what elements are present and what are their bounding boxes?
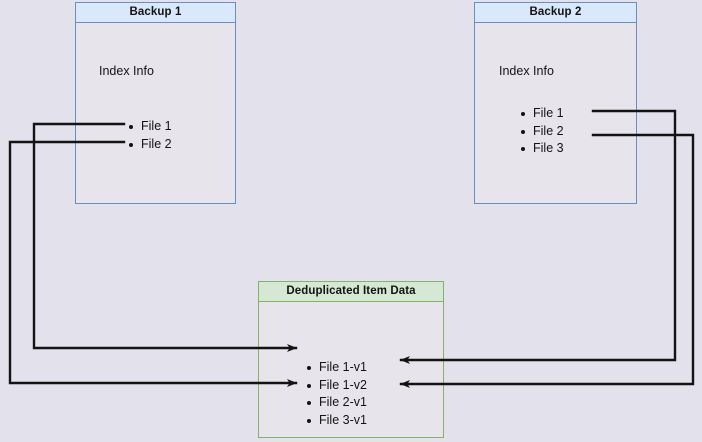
list-item[interactable]: File 1 [127, 118, 172, 136]
node-backup-1-title: Backup 1 [75, 2, 236, 23]
node-deduplicated-item-data-title: Deduplicated Item Data [258, 281, 444, 302]
list-item[interactable]: File 3 [519, 140, 564, 158]
node-backup-1-body: Index Info File 1 File 2 [75, 23, 236, 204]
backup-1-index-info-label: Index Info [99, 64, 154, 78]
node-backup-1[interactable]: Backup 1 Index Info File 1 File 2 [75, 2, 236, 204]
list-item[interactable]: File 3-v1 [305, 412, 367, 430]
list-item[interactable]: File 2 [127, 136, 172, 154]
list-item[interactable]: File 1-v1 [305, 359, 367, 377]
node-deduplicated-item-data-body: File 1-v1 File 1-v2 File 2-v1 File 3-v1 [258, 302, 444, 438]
list-item[interactable]: File 2-v1 [305, 394, 367, 412]
node-deduplicated-item-data[interactable]: Deduplicated Item Data File 1-v1 File 1-… [258, 281, 444, 438]
backup-2-file-list: File 1 File 2 File 3 [519, 105, 564, 158]
backup-2-index-info-label: Index Info [499, 64, 554, 78]
node-backup-2-body: Index Info File 1 File 2 File 3 [474, 23, 637, 204]
list-item[interactable]: File 2 [519, 123, 564, 141]
dedup-file-list: File 1-v1 File 1-v2 File 2-v1 File 3-v1 [305, 359, 367, 429]
list-item[interactable]: File 1-v2 [305, 377, 367, 395]
list-item[interactable]: File 1 [519, 105, 564, 123]
backup-1-file-list: File 1 File 2 [127, 118, 172, 153]
node-backup-2-title: Backup 2 [474, 2, 637, 23]
node-backup-2[interactable]: Backup 2 Index Info File 1 File 2 File 3 [474, 2, 637, 204]
